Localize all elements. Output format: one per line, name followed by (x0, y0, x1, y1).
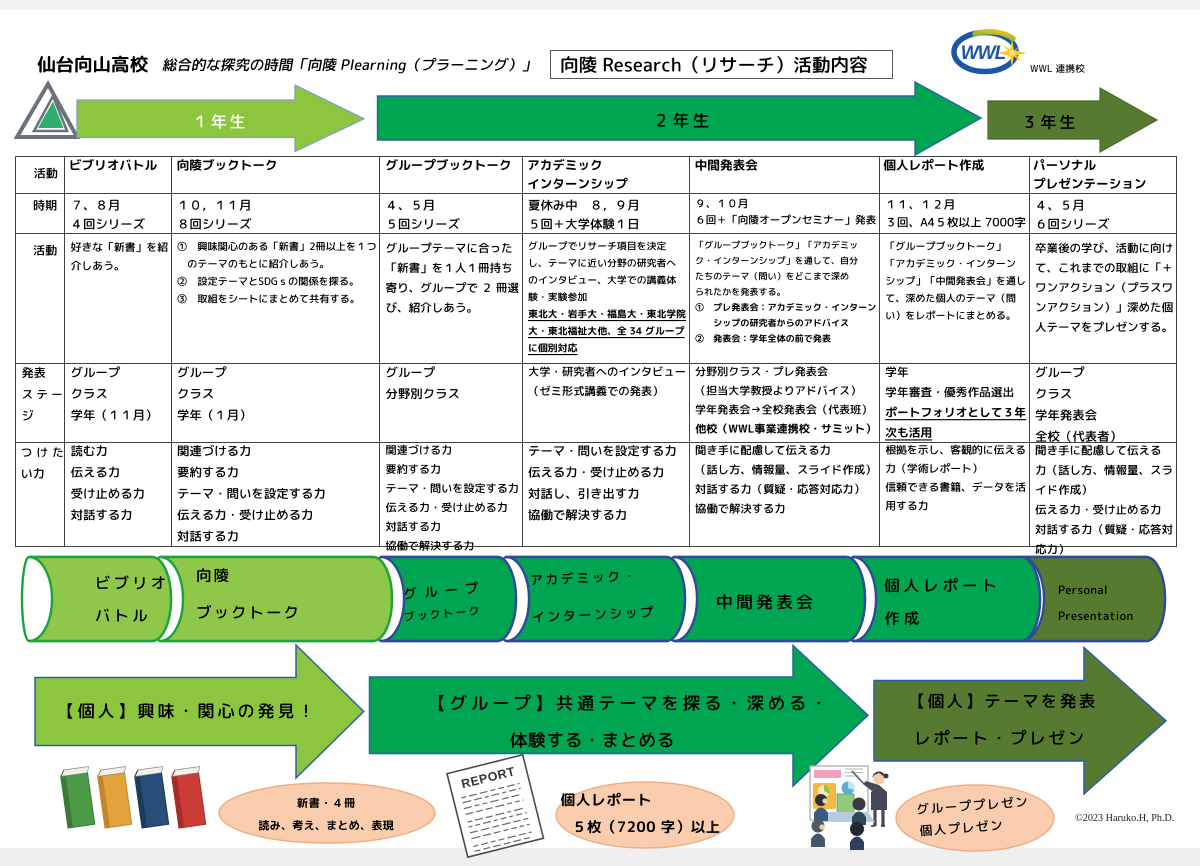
svg-text:©2023 Haruko.H, Ph.D.: ©2023 Haruko.H, Ph.D. (1075, 813, 1174, 824)
svg-text:WWL: WWL (961, 43, 1006, 64)
